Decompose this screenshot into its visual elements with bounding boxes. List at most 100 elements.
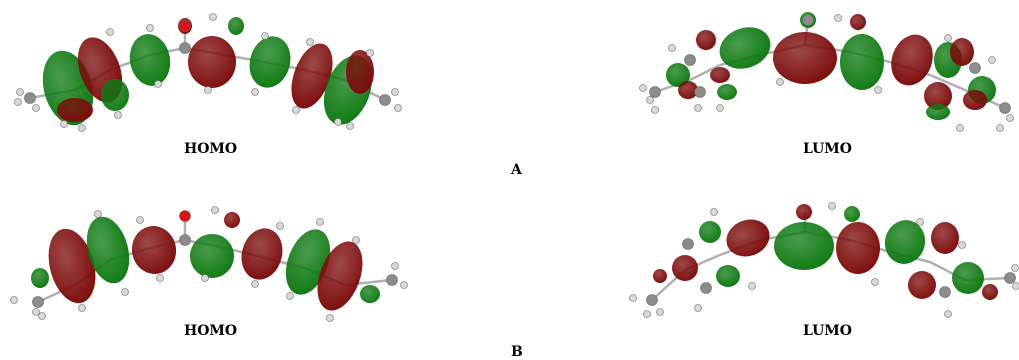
hydrogen-atom — [1006, 114, 1014, 122]
positive-lobe — [101, 79, 129, 111]
hydrogen-atom — [874, 86, 882, 94]
negative-lobe — [241, 228, 283, 280]
panel-a-lumo-orbital — [639, 12, 1014, 132]
negative-lobe — [48, 228, 96, 304]
hydrogen-atom — [776, 78, 784, 86]
carbon-atom — [386, 274, 398, 286]
positive-lobe — [716, 265, 740, 287]
hydrogen-atom — [38, 312, 46, 320]
positive-lobe — [844, 206, 860, 222]
carbon-atom — [32, 296, 44, 308]
carbon-atom — [682, 238, 694, 250]
hydrogen-atom — [326, 314, 334, 322]
hydrogen-atom — [944, 34, 952, 42]
negative-lobe — [224, 212, 240, 228]
negative-lobe — [982, 284, 998, 300]
hydrogen-atom — [694, 304, 702, 312]
positive-lobe — [249, 36, 291, 88]
panel-b-lumo-label: LUMO — [803, 323, 852, 339]
carbon-atom — [649, 86, 661, 98]
hydrogen-atom — [958, 241, 966, 249]
orbital-lobes — [653, 204, 998, 300]
negative-lobe — [931, 222, 959, 254]
negative-lobe — [908, 271, 936, 299]
hydrogen-atom — [366, 49, 374, 57]
positive-lobe — [228, 17, 244, 35]
negative-lobe — [850, 14, 866, 30]
negative-lobe — [696, 30, 716, 50]
hydrogen-atom — [276, 222, 284, 230]
negative-lobe — [963, 90, 987, 110]
negative-lobe — [710, 67, 730, 83]
hydrogen-atom — [988, 56, 996, 64]
panel-a-lumo-label: LUMO — [803, 141, 852, 157]
positive-lobe — [86, 216, 130, 284]
negative-lobe — [773, 32, 837, 84]
positive-lobe — [717, 84, 737, 100]
hydrogen-atom — [944, 310, 952, 318]
negative-lobe — [188, 36, 236, 88]
hydrogen-atom — [209, 13, 217, 21]
hydrogen-atom — [996, 124, 1004, 132]
hydrogen-atom — [78, 304, 86, 312]
hydrogen-atom — [306, 38, 314, 46]
hydrogen-atom — [1012, 282, 1019, 290]
hydrogen-atom — [211, 206, 219, 214]
hydrogen-atom — [639, 84, 647, 92]
bond — [929, 73, 966, 92]
hydrogen-atom — [156, 274, 164, 282]
hydrogen-atom — [16, 88, 24, 96]
panel-a-homo-label: HOMO — [184, 141, 238, 157]
panel-a-letter: A — [511, 162, 522, 178]
hydrogen-atom — [694, 104, 702, 112]
negative-lobe — [678, 81, 698, 99]
panel-b-letter: B — [511, 344, 523, 360]
hydrogen-atom — [261, 32, 269, 40]
hydrogen-atom — [656, 308, 664, 316]
hydrogen-atom — [14, 98, 22, 106]
hydrogen-atom — [78, 124, 86, 132]
hydrogen-atom — [106, 28, 114, 36]
negative-lobe — [950, 38, 974, 66]
positive-lobe — [666, 63, 690, 87]
positive-lobe — [31, 268, 49, 288]
hydrogen-atom — [956, 124, 964, 132]
orbital-lobes — [42, 17, 374, 126]
hydrogen-atom — [643, 310, 651, 318]
negative-lobe — [346, 50, 374, 94]
positive-lobe — [952, 262, 984, 294]
panel-b-homo-orbital — [10, 206, 408, 322]
hydrogen-atom — [94, 210, 102, 218]
positive-lobe — [840, 34, 884, 90]
hydrogen-atom — [716, 104, 724, 112]
atoms — [639, 14, 1014, 132]
hydrogen-atom — [710, 208, 718, 216]
negative-lobe — [653, 269, 667, 283]
hydrogen-atom — [748, 282, 756, 290]
negative-lobe — [672, 255, 698, 281]
oxygen-atom — [179, 20, 191, 32]
carbon-atom — [179, 42, 191, 54]
negative-lobe — [131, 226, 177, 274]
carbon-atom — [684, 54, 696, 66]
carbon-atom — [646, 294, 658, 306]
carbon-atom — [700, 282, 712, 294]
hydrogen-atom — [32, 308, 40, 316]
atoms — [14, 13, 402, 132]
positive-lobe — [699, 221, 721, 243]
hydrogen-atom — [828, 202, 836, 210]
hydrogen-atom — [834, 14, 842, 22]
positive-lobe — [926, 104, 950, 120]
carbon-atom — [999, 102, 1011, 114]
hydrogen-atom — [400, 281, 408, 289]
hydrogen-atom — [316, 218, 324, 226]
hydrogen-atom — [1011, 264, 1019, 272]
hydrogen-atom — [651, 106, 659, 114]
hydrogen-atom — [114, 111, 122, 119]
atoms — [629, 202, 1019, 318]
positive-lobe — [774, 222, 834, 270]
carbon-atom — [179, 234, 191, 246]
negative-lobe — [891, 34, 933, 86]
